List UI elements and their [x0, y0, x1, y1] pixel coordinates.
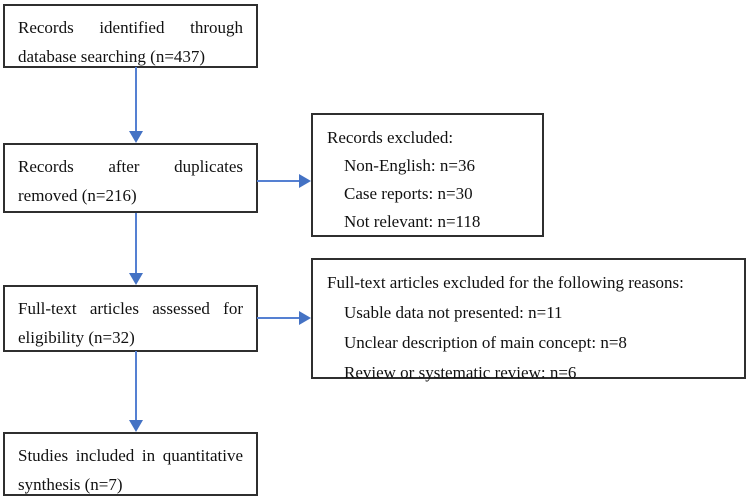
- down-arrow-deduplicated-to-assessed: [129, 213, 143, 285]
- box-text-line: Not relevant: n=118: [344, 212, 481, 231]
- down-arrow-identified-to-deduplicated: [129, 67, 143, 143]
- box-text-line: Case reports: n=30: [344, 184, 473, 203]
- box-text-line: Non-English: n=36: [344, 156, 475, 175]
- box-fulltext-assessed: Full-text articles assessed for eligibil…: [3, 285, 258, 352]
- box-text-line: eligibility (n=32): [18, 328, 135, 347]
- right-arrow-assessed-to-excluded: [257, 311, 311, 325]
- box-text-line: Records excluded:: [327, 128, 454, 147]
- box-text-line: synthesis (n=7): [18, 475, 123, 494]
- box-text-line: Studies included in quantitative: [18, 446, 243, 465]
- box-records-after-duplicates: Records after duplicates removed (n=216): [3, 143, 258, 213]
- box-records-identified: Records identified through database sear…: [3, 4, 258, 68]
- box-text-line: database searching (n=437): [18, 47, 206, 66]
- box-text-line: Usable data not presented: n=11: [344, 303, 563, 322]
- box-text-line: removed (n=216): [18, 186, 137, 205]
- box-fulltext-excluded: Full-text articles excluded for the foll…: [311, 258, 746, 382]
- right-arrow-deduplicated-to-excluded: [257, 174, 311, 188]
- box-text-line: Records after duplicates: [18, 157, 243, 176]
- box-text-line: Review or systematic review: n=6: [344, 363, 577, 382]
- down-arrow-assessed-to-included: [129, 351, 143, 432]
- box-text-line: Unclear description of main concept: n=8: [344, 333, 627, 352]
- box-studies-included: Studies included in quantitative synthes…: [3, 432, 258, 496]
- box-text-line: Records identified through: [18, 18, 243, 37]
- box-records-excluded: Records excluded: Non-English: n=36 Case…: [311, 113, 544, 237]
- box-text-line: Full-text articles excluded for the foll…: [327, 273, 684, 292]
- box-text-line: Full-text articles assessed for: [18, 299, 243, 318]
